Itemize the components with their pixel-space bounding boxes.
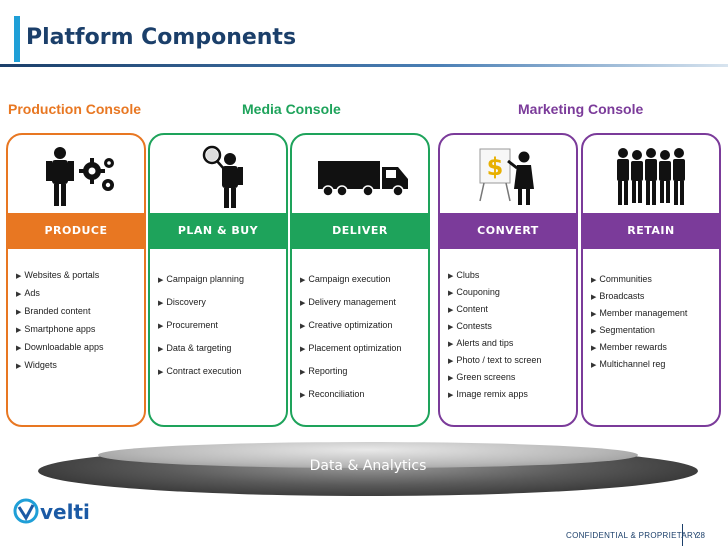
list-item: ▶Campaign planning <box>158 274 244 284</box>
column-produce: PRODUCE ▶Websites & portals ▶Ads ▶Brande… <box>6 133 146 427</box>
column-plan-buy: PLAN & BUY ▶Campaign planning ▶Discovery… <box>148 133 288 427</box>
group-people-icon <box>617 148 685 205</box>
plan-buy-list: ▶Campaign planning ▶Discovery ▶Procureme… <box>158 273 282 388</box>
list-item: ▶Alerts and tips <box>448 338 514 348</box>
column-header-retain: RETAIN <box>583 213 719 249</box>
velti-logo-icon <box>13 498 39 524</box>
deliver-list: ▶Campaign execution ▶Delivery management… <box>300 273 424 411</box>
person-dollar-board-icon: $ <box>479 148 534 205</box>
analytics-label: Data & Analytics <box>309 458 427 474</box>
footer-separator <box>682 524 683 546</box>
list-item: ▶Couponing <box>448 287 500 297</box>
list-item: ▶Placement optimization <box>300 343 402 353</box>
convert-list: ▶Clubs ▶Couponing ▶Content ▶Contests ▶Al… <box>448 269 572 405</box>
list-item: ▶Communities <box>591 274 652 284</box>
list-item: ▶Ads <box>16 288 40 298</box>
column-header-deliver: DELIVER <box>292 213 428 249</box>
column-retain: RETAIN ▶Communities ▶Broadcasts ▶Member … <box>581 133 721 427</box>
produce-list: ▶Websites & portals ▶Ads ▶Branded conten… <box>16 269 140 377</box>
marketing-console-label: Marketing Console <box>518 101 644 117</box>
list-item: ▶Delivery management <box>300 297 396 307</box>
column-convert: $ CONVERT ▶Clubs ▶Couponing ▶Content ▶Co… <box>438 133 578 427</box>
list-item: ▶Data & targeting <box>158 343 232 353</box>
confidential-notice: CONFIDENTIAL & PROPRIETARY <box>566 531 699 540</box>
list-item: ▶Reporting <box>300 366 348 376</box>
list-item: ▶Image remix apps <box>448 389 528 399</box>
person-magnifier-icon <box>202 145 243 208</box>
list-item: ▶Campaign execution <box>300 274 391 284</box>
list-item: ▶Smartphone apps <box>16 324 96 334</box>
title-underline <box>0 64 728 67</box>
list-item: ▶Broadcasts <box>591 291 645 301</box>
person-gears-icon <box>46 147 114 206</box>
list-item: ▶Reconciliation <box>300 389 365 399</box>
analytics-top-ellipse <box>98 442 638 468</box>
list-item: ▶Creative optimization <box>300 320 393 330</box>
data-analytics-platform: Data & Analytics <box>38 438 698 498</box>
list-item: ▶Member management <box>591 308 688 318</box>
title-accent-bar <box>14 16 20 62</box>
page-number: 28 <box>696 531 705 540</box>
list-item: ▶Content <box>448 304 488 314</box>
production-console-label: Production Console <box>8 101 141 117</box>
slide-title: Platform Components <box>26 25 297 50</box>
list-item: ▶Clubs <box>448 270 480 280</box>
list-item: ▶Widgets <box>16 360 57 370</box>
list-item: ▶Websites & portals <box>16 270 100 280</box>
list-item: ▶Contests <box>448 321 492 331</box>
column-header-plan-buy: PLAN & BUY <box>150 213 286 249</box>
velti-logo-text: velti <box>40 500 90 524</box>
media-console-label: Media Console <box>242 101 341 117</box>
truck-icon <box>318 161 408 197</box>
list-item: ▶Branded content <box>16 306 91 316</box>
list-item: ▶Photo / text to screen <box>448 355 542 365</box>
list-item: ▶Discovery <box>158 297 206 307</box>
svg-text:$: $ <box>487 153 504 181</box>
retain-list: ▶Communities ▶Broadcasts ▶Member managem… <box>591 273 715 375</box>
list-item: ▶Green screens <box>448 372 516 382</box>
list-item: ▶Multichannel reg <box>591 359 666 369</box>
list-item: ▶Contract execution <box>158 366 242 376</box>
column-deliver: DELIVER ▶Campaign execution ▶Delivery ma… <box>290 133 430 427</box>
column-header-convert: CONVERT <box>440 213 576 249</box>
list-item: ▶Procurement <box>158 320 218 330</box>
list-item: ▶Member rewards <box>591 342 667 352</box>
list-item: ▶Segmentation <box>591 325 655 335</box>
column-header-produce: PRODUCE <box>8 213 144 249</box>
list-item: ▶Downloadable apps <box>16 342 104 352</box>
